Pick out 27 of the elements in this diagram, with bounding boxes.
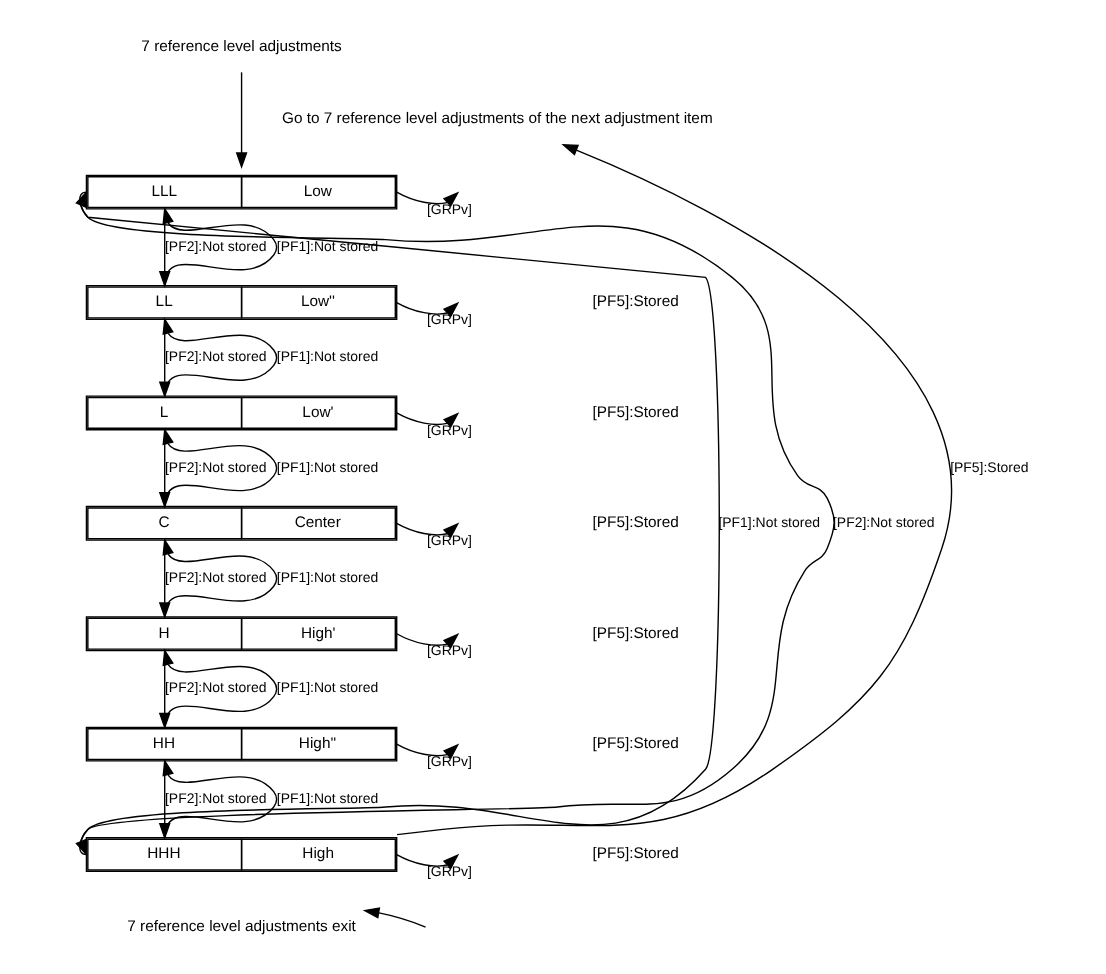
arrow [74, 190, 834, 856]
arrow [361, 907, 426, 928]
node-text: 7 reference level adjustments [140, 36, 341, 55]
arrow [161, 206, 277, 287]
label: [PF5]:Stored [591, 513, 678, 532]
arrow [395, 853, 459, 870]
label: [PF5]:Stored [591, 734, 678, 753]
arrow [161, 538, 277, 618]
label: [PF5]:Stored [591, 844, 678, 863]
arrow [161, 317, 277, 397]
arrow [395, 412, 459, 428]
label: [PF5]:Stored [591, 623, 678, 642]
label: [PF5]:Stored [591, 292, 678, 311]
arrow [395, 522, 459, 539]
arrow [395, 743, 459, 760]
node-text: Go to 7 reference level adjustments of the next adjustment item [280, 109, 712, 128]
node-text: 7 reference level adjustments exit [126, 917, 355, 936]
arrow [161, 427, 277, 508]
arrow [161, 648, 277, 729]
arrow [395, 144, 951, 836]
arrow [161, 758, 277, 839]
arrow [395, 633, 459, 649]
arrow [395, 301, 459, 318]
label: [PF5]:Stored [591, 402, 678, 421]
arrow [395, 191, 459, 208]
arrow [234, 71, 247, 169]
arrow [74, 191, 719, 857]
